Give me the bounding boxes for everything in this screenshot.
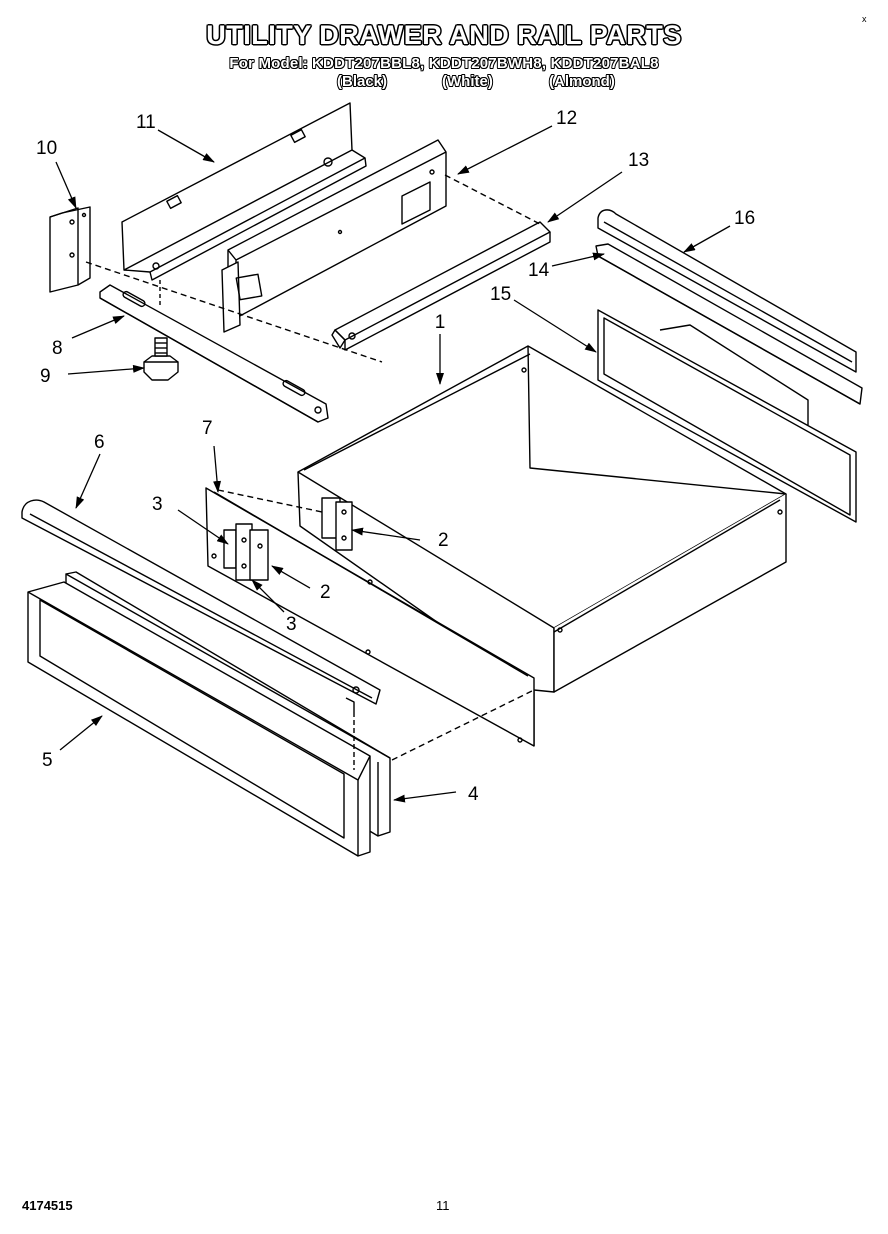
part-8-base-rail	[99, 284, 329, 423]
callout-1: 1	[435, 312, 446, 333]
callout-5: 5	[42, 750, 53, 771]
callout-8: 8	[52, 338, 63, 359]
callout-12: 12	[556, 108, 577, 129]
part-16-top-trim	[597, 209, 857, 373]
callout-3a: 3	[152, 494, 163, 515]
part-11-rear-panel	[121, 102, 367, 306]
leader-arrows	[55, 125, 731, 803]
callout-16: 16	[734, 208, 755, 229]
callout-3b: 3	[286, 614, 297, 635]
part-12-rail-support	[221, 139, 447, 333]
part-6-handle-trim	[21, 499, 381, 712]
callout-13: 13	[628, 150, 649, 171]
callout-14: 14	[528, 260, 550, 281]
callout-9: 9	[40, 366, 51, 387]
part-9-leveling-leg	[143, 337, 179, 381]
callout-7: 7	[202, 418, 213, 439]
callout-numbers: 1 2 2 3 3 4 5 6 7 8 9 10 11 12 13 14 15 …	[36, 108, 755, 805]
part-15-rear-panel	[597, 309, 857, 523]
page-number: 11	[436, 1198, 450, 1213]
model-line: For Model:KDDT207BBL8, KDDT207BWH8, KDDT…	[0, 55, 888, 72]
callout-15: 15	[490, 284, 511, 305]
callout-4: 4	[468, 784, 479, 805]
part-2-hinge-right	[321, 497, 353, 551]
callout-10: 10	[36, 138, 57, 159]
callout-2a: 2	[438, 530, 449, 551]
model-prefix: For Model:	[229, 55, 308, 72]
part-10-side-bracket	[49, 206, 91, 293]
part-7-front-panel	[205, 487, 535, 747]
document-number: 4174515	[22, 1198, 73, 1213]
part-13-slide-rail	[331, 221, 551, 351]
part-5-outer-frame	[27, 581, 371, 857]
corner-mark: x	[862, 14, 867, 24]
callout-11: 11	[136, 112, 156, 133]
callout-6: 6	[94, 432, 105, 453]
diagram-title: UTILITY DRAWER AND RAIL PARTS	[206, 20, 682, 50]
color-label-white: (White)	[442, 73, 493, 90]
color-label-black: (Black)	[337, 73, 388, 90]
part-3-hinge-left	[223, 523, 269, 581]
model-numbers: KDDT207BBL8, KDDT207BWH8, KDDT207BAL8	[312, 55, 659, 72]
color-label-almond: (Almond)	[549, 73, 615, 90]
callout-2b: 2	[320, 582, 331, 603]
